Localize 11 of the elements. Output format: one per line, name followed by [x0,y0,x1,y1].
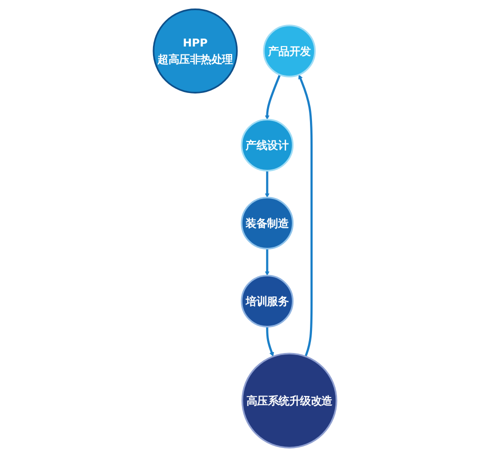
arrow [298,74,313,357]
node-circle: 产品开发 [263,24,316,78]
node-circle: HPP 超高压非热处理 [152,8,238,94]
node-circle: 培训服务 [240,274,294,328]
node-circle: 高压系统升级改造 [242,352,338,448]
arrow [264,170,270,198]
arrow [264,74,281,120]
node-circle: 产线设计 [240,118,294,172]
arrow [266,326,274,357]
arrow [264,248,270,276]
node-circle: 装备制造 [240,196,294,250]
